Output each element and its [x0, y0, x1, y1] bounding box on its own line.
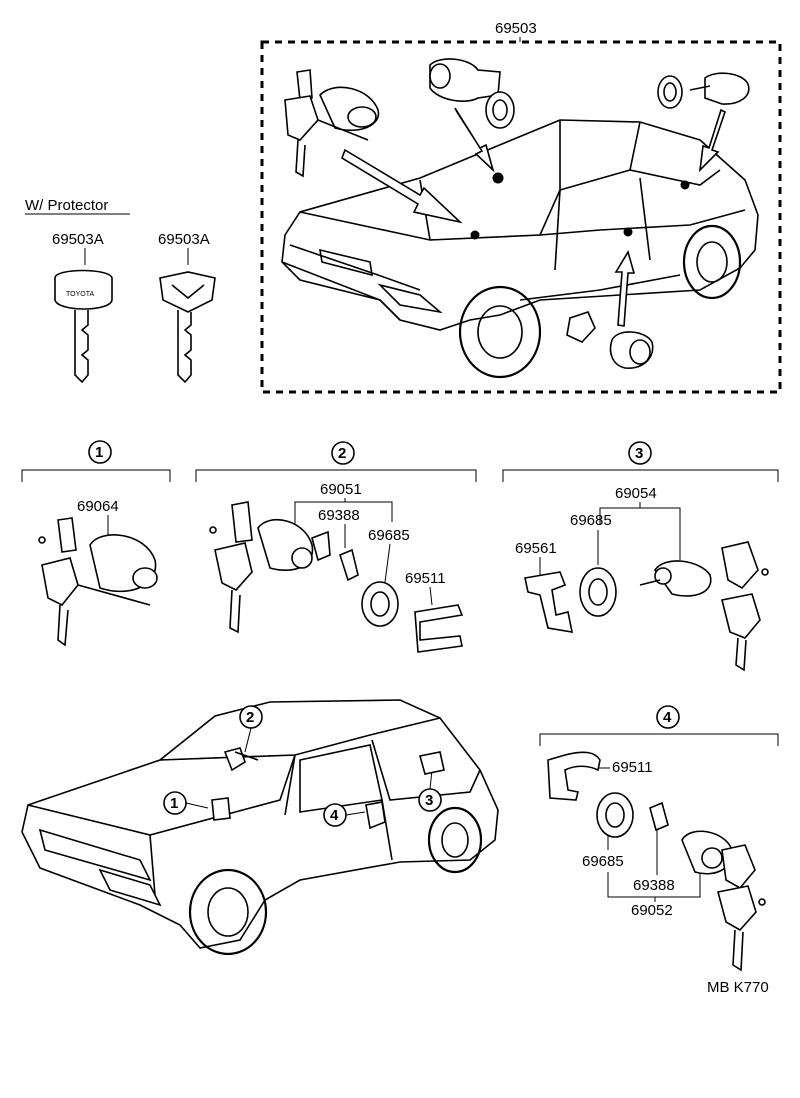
group-2-marker — [331, 441, 355, 465]
top-door-cylinder-2 — [566, 311, 654, 369]
g4-label-69052: 69052 — [631, 902, 673, 919]
top-trunk-cylinder — [657, 72, 750, 109]
arrow-ignition — [341, 148, 463, 224]
svg-text:2: 2 — [338, 445, 346, 462]
main-part-label: 69503 — [495, 20, 537, 37]
g4-label-69388: 69388 — [633, 877, 675, 894]
g4-label-69685: 69685 — [582, 853, 624, 870]
protector-heading: W/ Protector — [25, 197, 108, 214]
svg-text:2: 2 — [246, 709, 254, 726]
g2-label-69051: 69051 — [320, 481, 362, 498]
svg-text:4: 4 — [330, 807, 339, 824]
g3-label-69685: 69685 — [570, 512, 612, 529]
g2-label-69685: 69685 — [368, 527, 410, 544]
key-left-label: 69503A — [52, 231, 104, 248]
top-ignition-key-assembly — [284, 69, 380, 178]
g2-label-69511: 69511 — [405, 570, 446, 587]
group-1-marker — [88, 440, 112, 464]
svg-text:1: 1 — [170, 795, 178, 812]
g3-door-lock-assembly — [524, 541, 769, 672]
top-door-cylinder-1 — [429, 58, 515, 129]
footer-code: MB K770 — [707, 979, 769, 996]
g3-label-69561: 69561 — [515, 540, 557, 557]
g4-door-lock-assembly — [547, 751, 766, 972]
key-with-protector-icon: TOYOTA — [54, 269, 113, 384]
group-3-marker — [628, 441, 652, 465]
group-4-marker — [656, 705, 680, 729]
svg-text:1: 1 — [95, 444, 103, 461]
g4-label-69511: 69511 — [612, 759, 653, 776]
g1-ignition-assembly — [38, 517, 158, 647]
bottom-car-illustration — [21, 699, 499, 956]
top-car-illustration — [281, 119, 759, 379]
key-brand-text: TOYOTA — [66, 291, 94, 298]
svg-text:4: 4 — [663, 709, 672, 726]
main-assembly-frame — [260, 40, 782, 394]
g1-label-69064: 69064 — [77, 498, 119, 515]
arrow-trunk — [698, 108, 726, 173]
g2-door-lock-assembly — [209, 501, 464, 653]
key-right-label: 69503A — [158, 231, 210, 248]
svg-text:3: 3 — [425, 792, 433, 809]
arrow-cylinder-1 — [454, 107, 495, 173]
svg-text:3: 3 — [635, 445, 643, 462]
arrow-door — [614, 250, 636, 327]
g2-label-69388: 69388 — [318, 507, 360, 524]
g3-label-69054: 69054 — [615, 485, 657, 502]
key-plain-icon — [159, 271, 216, 384]
